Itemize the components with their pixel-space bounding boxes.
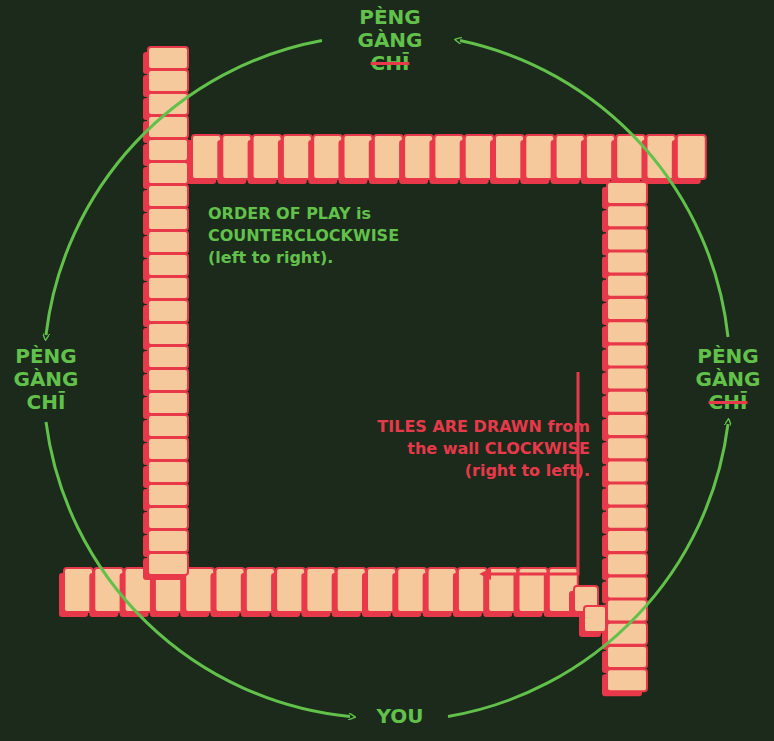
claim-word: GÀNG bbox=[695, 367, 760, 391]
mahjong-tile bbox=[241, 568, 275, 617]
mahjong-tile bbox=[672, 135, 706, 184]
mahjong-tile bbox=[301, 568, 335, 617]
text-line: PÈNG bbox=[682, 345, 774, 368]
text-line: CHĪ bbox=[330, 52, 450, 75]
mahjong-tile bbox=[581, 135, 615, 184]
opponent-label: PÈNGGÀNGCHĪ bbox=[682, 345, 774, 414]
claim-word: CHĪ bbox=[709, 390, 748, 414]
mahjong-tile bbox=[339, 135, 373, 184]
claim-word: PÈNG bbox=[359, 5, 420, 29]
text-line: PÈNG bbox=[0, 345, 92, 368]
claim-word: GÀNG bbox=[357, 28, 422, 52]
mahjong-tile bbox=[399, 135, 433, 184]
mahjong-tile bbox=[369, 135, 403, 184]
mahjong-tile bbox=[460, 135, 494, 184]
mahjong-tile bbox=[308, 135, 342, 184]
text-line: GÀNG bbox=[682, 368, 774, 391]
mahjong-tile bbox=[362, 568, 396, 617]
turn-order-arrow bbox=[46, 422, 350, 717]
claim-word: YOU bbox=[376, 704, 423, 728]
mahjong-tile bbox=[278, 135, 312, 184]
claim-word: PÈNG bbox=[15, 344, 76, 368]
mahjong-tile bbox=[423, 568, 457, 617]
mahjong-tile bbox=[453, 568, 487, 617]
mahjong-tile bbox=[429, 135, 463, 184]
text-line: PÈNG bbox=[330, 6, 450, 29]
mahjong-tile bbox=[332, 568, 366, 617]
text-line: CHĪ bbox=[0, 391, 92, 414]
opponent-label: PÈNGGÀNGCHĪ bbox=[330, 6, 450, 75]
mahjong-tile bbox=[602, 669, 647, 696]
player-label: YOU bbox=[360, 705, 440, 728]
turn-order-arrow bbox=[460, 41, 728, 338]
mahjong-tile bbox=[520, 135, 554, 184]
play-order-note: ORDER OF PLAY is COUNTERCLOCKWISE (left … bbox=[208, 203, 418, 269]
mahjong-tile bbox=[59, 568, 93, 617]
mahjong-tile bbox=[271, 568, 305, 617]
mahjong-tile bbox=[248, 135, 282, 184]
claim-word: CHĪ bbox=[371, 51, 410, 75]
text-line: GÀNG bbox=[330, 29, 450, 52]
opponent-label: PÈNGGÀNGCHĪ bbox=[0, 345, 92, 414]
claim-word: CHĪ bbox=[27, 390, 66, 414]
claim-word: GÀNG bbox=[13, 367, 78, 391]
turn-order-arrow bbox=[46, 41, 322, 336]
mahjong-tile bbox=[642, 135, 676, 184]
mahjong-tile bbox=[392, 568, 426, 617]
mahjong-tile bbox=[579, 606, 606, 637]
mahjong-tile bbox=[217, 135, 251, 184]
text-line: YOU bbox=[360, 705, 440, 728]
mahjong-tile bbox=[490, 135, 524, 184]
mahjong-tile bbox=[187, 135, 221, 184]
text-line: GÀNG bbox=[0, 368, 92, 391]
text-line: CHĪ bbox=[682, 391, 774, 414]
claim-word: PÈNG bbox=[697, 344, 758, 368]
mahjong-tile bbox=[551, 135, 585, 184]
mahjong-tile bbox=[143, 553, 188, 580]
mahjong-tile bbox=[211, 568, 245, 617]
draw-order-note: TILES ARE DRAWN from the wall CLOCKWISE … bbox=[365, 416, 590, 482]
